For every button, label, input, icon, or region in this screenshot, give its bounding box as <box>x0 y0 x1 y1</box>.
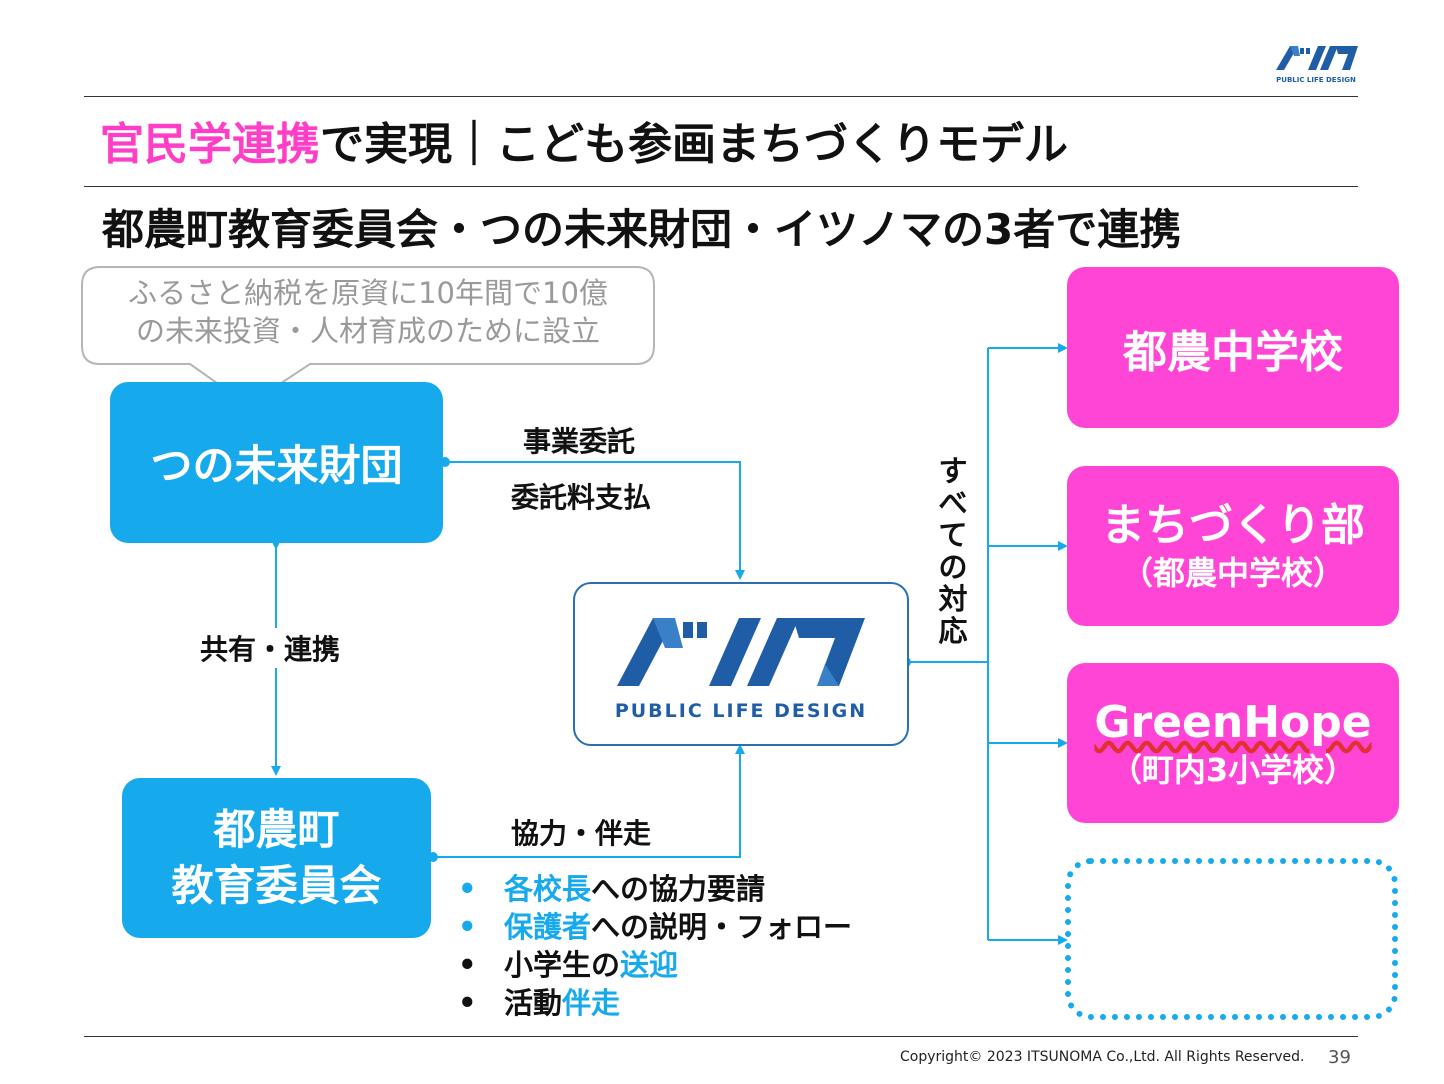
page-title: 官民学連携で実現｜こども参画まちづくりモデル <box>100 108 1068 172</box>
header-divider-bottom <box>84 186 1358 187</box>
title-rest: で実現｜こども参画まちづくりモデル <box>320 119 1068 170</box>
list-item: • 保護者への説明・フォロー <box>458 910 853 944</box>
header-divider-top <box>84 96 1358 97</box>
foundation-label: つの未来財団 <box>150 441 403 490</box>
task-list: • 各校長への協力要請 • 保護者への説明・フォロー • 小学生の送迎 • 活動… <box>458 870 852 1022</box>
title-highlight: 官民学連携 <box>100 119 320 170</box>
board-line-2: 教育委員会 <box>171 861 382 910</box>
bubble-line-2: の未来投資・人材育成のために設立 <box>135 314 600 348</box>
target-box-1: 都農中学校 <box>1067 267 1399 428</box>
logo-small-tagline: PUBLIC LIFE DESIGN <box>1276 76 1356 84</box>
list-item: • 小学生の送迎 <box>458 948 679 982</box>
target-3-line-1: GreenHope <box>1094 697 1372 748</box>
foundation-box: つの未来財団 <box>110 382 443 543</box>
target-2-line-1: まちづくり部 <box>1101 500 1365 551</box>
page-number: 39 <box>1328 1047 1351 1068</box>
label-cooperate: 協力・伴走 <box>511 817 652 850</box>
itsunoma-box: PUBLIC LIFE DESIGN <box>573 582 909 746</box>
arrow-cooperate <box>433 744 745 858</box>
itsunoma-logo-small: PUBLIC LIFE DESIGN <box>1276 46 1358 84</box>
bubble-line-1: ふるさと納税を原資に10年間で10億 <box>128 276 608 310</box>
footer-divider <box>84 1036 1358 1037</box>
target-box-3: GreenHope （町内3小学校） <box>1067 663 1399 823</box>
list-item: • 活動伴走 <box>458 986 621 1020</box>
arrow-contract <box>445 461 745 580</box>
page-subtitle: 都農町教育委員会・つの未来財団・イツノマの3者で連携 <box>102 205 1182 254</box>
target-1-line-1: 都農中学校 <box>1123 326 1343 378</box>
list-item: • 各校長への協力要請 <box>458 872 766 906</box>
target-box-2: まちづくり部 （都農中学校） <box>1067 466 1399 626</box>
label-share: 共有・連携 <box>200 628 341 668</box>
label-contract: 事業委託 <box>523 425 636 458</box>
itsunoma-tagline: PUBLIC LIFE DESIGN <box>614 700 868 722</box>
label-all-support: すべての対応 <box>938 454 968 648</box>
target-3-line-2: （町内3小学校） <box>1109 751 1357 789</box>
itsunoma-logo <box>617 618 865 686</box>
board-line-1: 都農町 <box>213 805 340 854</box>
copyright: Copyright© 2023 ITSUNOMA Co.,Ltd. All Ri… <box>900 1049 1305 1065</box>
target-2-line-2: （都農中学校） <box>1120 554 1345 592</box>
bubble-text: ふるさと納税を原資に10年間で10億 の未来投資・人材育成のために設立 <box>86 274 650 350</box>
label-payment: 委託料支払 <box>511 481 652 514</box>
board-of-education-box: 都農町 教育委員会 <box>122 778 431 938</box>
target-box-placeholder <box>1065 858 1398 1020</box>
